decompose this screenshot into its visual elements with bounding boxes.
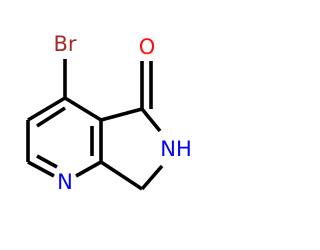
bond-c3-c4 bbox=[27, 96, 66, 122]
atom-label-bromine: Br bbox=[53, 32, 76, 56]
bond-c5-n6 bbox=[140, 107, 162, 133]
atom-label-pyridine-n: N bbox=[57, 170, 73, 194]
bond-n1-c2-inner bbox=[36, 154, 58, 169]
atom-label-oxygen: O bbox=[139, 35, 156, 59]
bond-n6-c7 bbox=[140, 164, 164, 191]
atom-labels: Br O NH N bbox=[53, 32, 191, 194]
bond-c4a-c5 bbox=[100, 107, 143, 122]
structure-canvas: Br O NH N bbox=[26, 32, 192, 194]
bond-c3-c4-inner bbox=[36, 106, 66, 128]
bond-c7-c7a bbox=[100, 160, 143, 191]
molecule-structure: Br O NH N bbox=[26, 32, 192, 194]
bond-n1-c2 bbox=[27, 160, 55, 178]
bond-c7a-n1 bbox=[75, 160, 102, 178]
atom-label-amide-nh: NH bbox=[160, 137, 192, 161]
bond-c4-c4a bbox=[64, 96, 102, 122]
bonds bbox=[26, 59, 164, 191]
